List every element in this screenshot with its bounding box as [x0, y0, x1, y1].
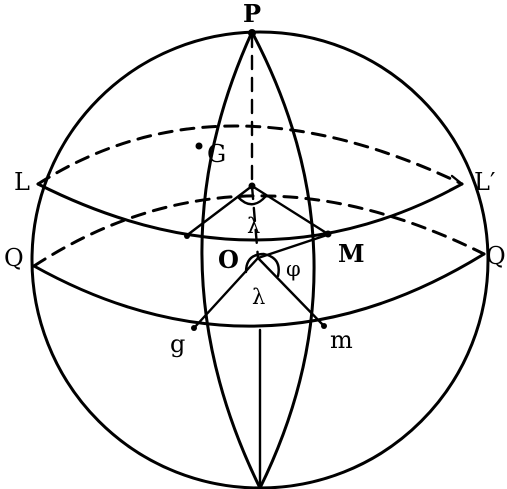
label-G: G: [207, 140, 226, 168]
meridian-left: [200, 30, 262, 489]
radius-OM: [256, 232, 332, 260]
point-upper-left: [184, 233, 190, 239]
label-P: P: [243, 0, 261, 28]
point-m: [321, 323, 327, 329]
equator-back: [32, 194, 486, 268]
label-Q-left: Q: [4, 244, 24, 272]
point-g: [191, 325, 197, 331]
meridian-right: [250, 30, 316, 489]
equator-front: [32, 252, 486, 328]
parallel-circle-front: [36, 182, 464, 242]
point-upper-centre: [248, 182, 256, 190]
angle-arc-lower: [244, 252, 280, 278]
point-M: [324, 230, 332, 238]
label-g: g: [170, 330, 185, 358]
angle-arc-upper: [236, 194, 268, 206]
label-lambda-bottom: λ: [252, 285, 265, 309]
label-O: O: [218, 245, 239, 274]
parallel-circle-back: [36, 124, 464, 186]
point-G: [195, 142, 203, 150]
arrow-L-prime: [448, 174, 464, 192]
label-phi: φ: [286, 257, 301, 281]
radius-upper-right: [250, 184, 330, 236]
radius-upper-left: [184, 184, 254, 238]
radius-equator-g: [192, 256, 260, 330]
label-m: m: [330, 326, 353, 354]
axis-lower-dashed: [250, 184, 260, 260]
label-lambda-top: λ: [247, 214, 260, 238]
point-P: [248, 29, 256, 37]
label-Q-right: Q: [486, 242, 506, 270]
radius-equator-m: [256, 256, 326, 328]
label-L-prime: L′: [474, 168, 495, 196]
label-L: L: [14, 168, 30, 196]
arrow-L: [36, 176, 52, 192]
label-M: M: [338, 239, 365, 268]
